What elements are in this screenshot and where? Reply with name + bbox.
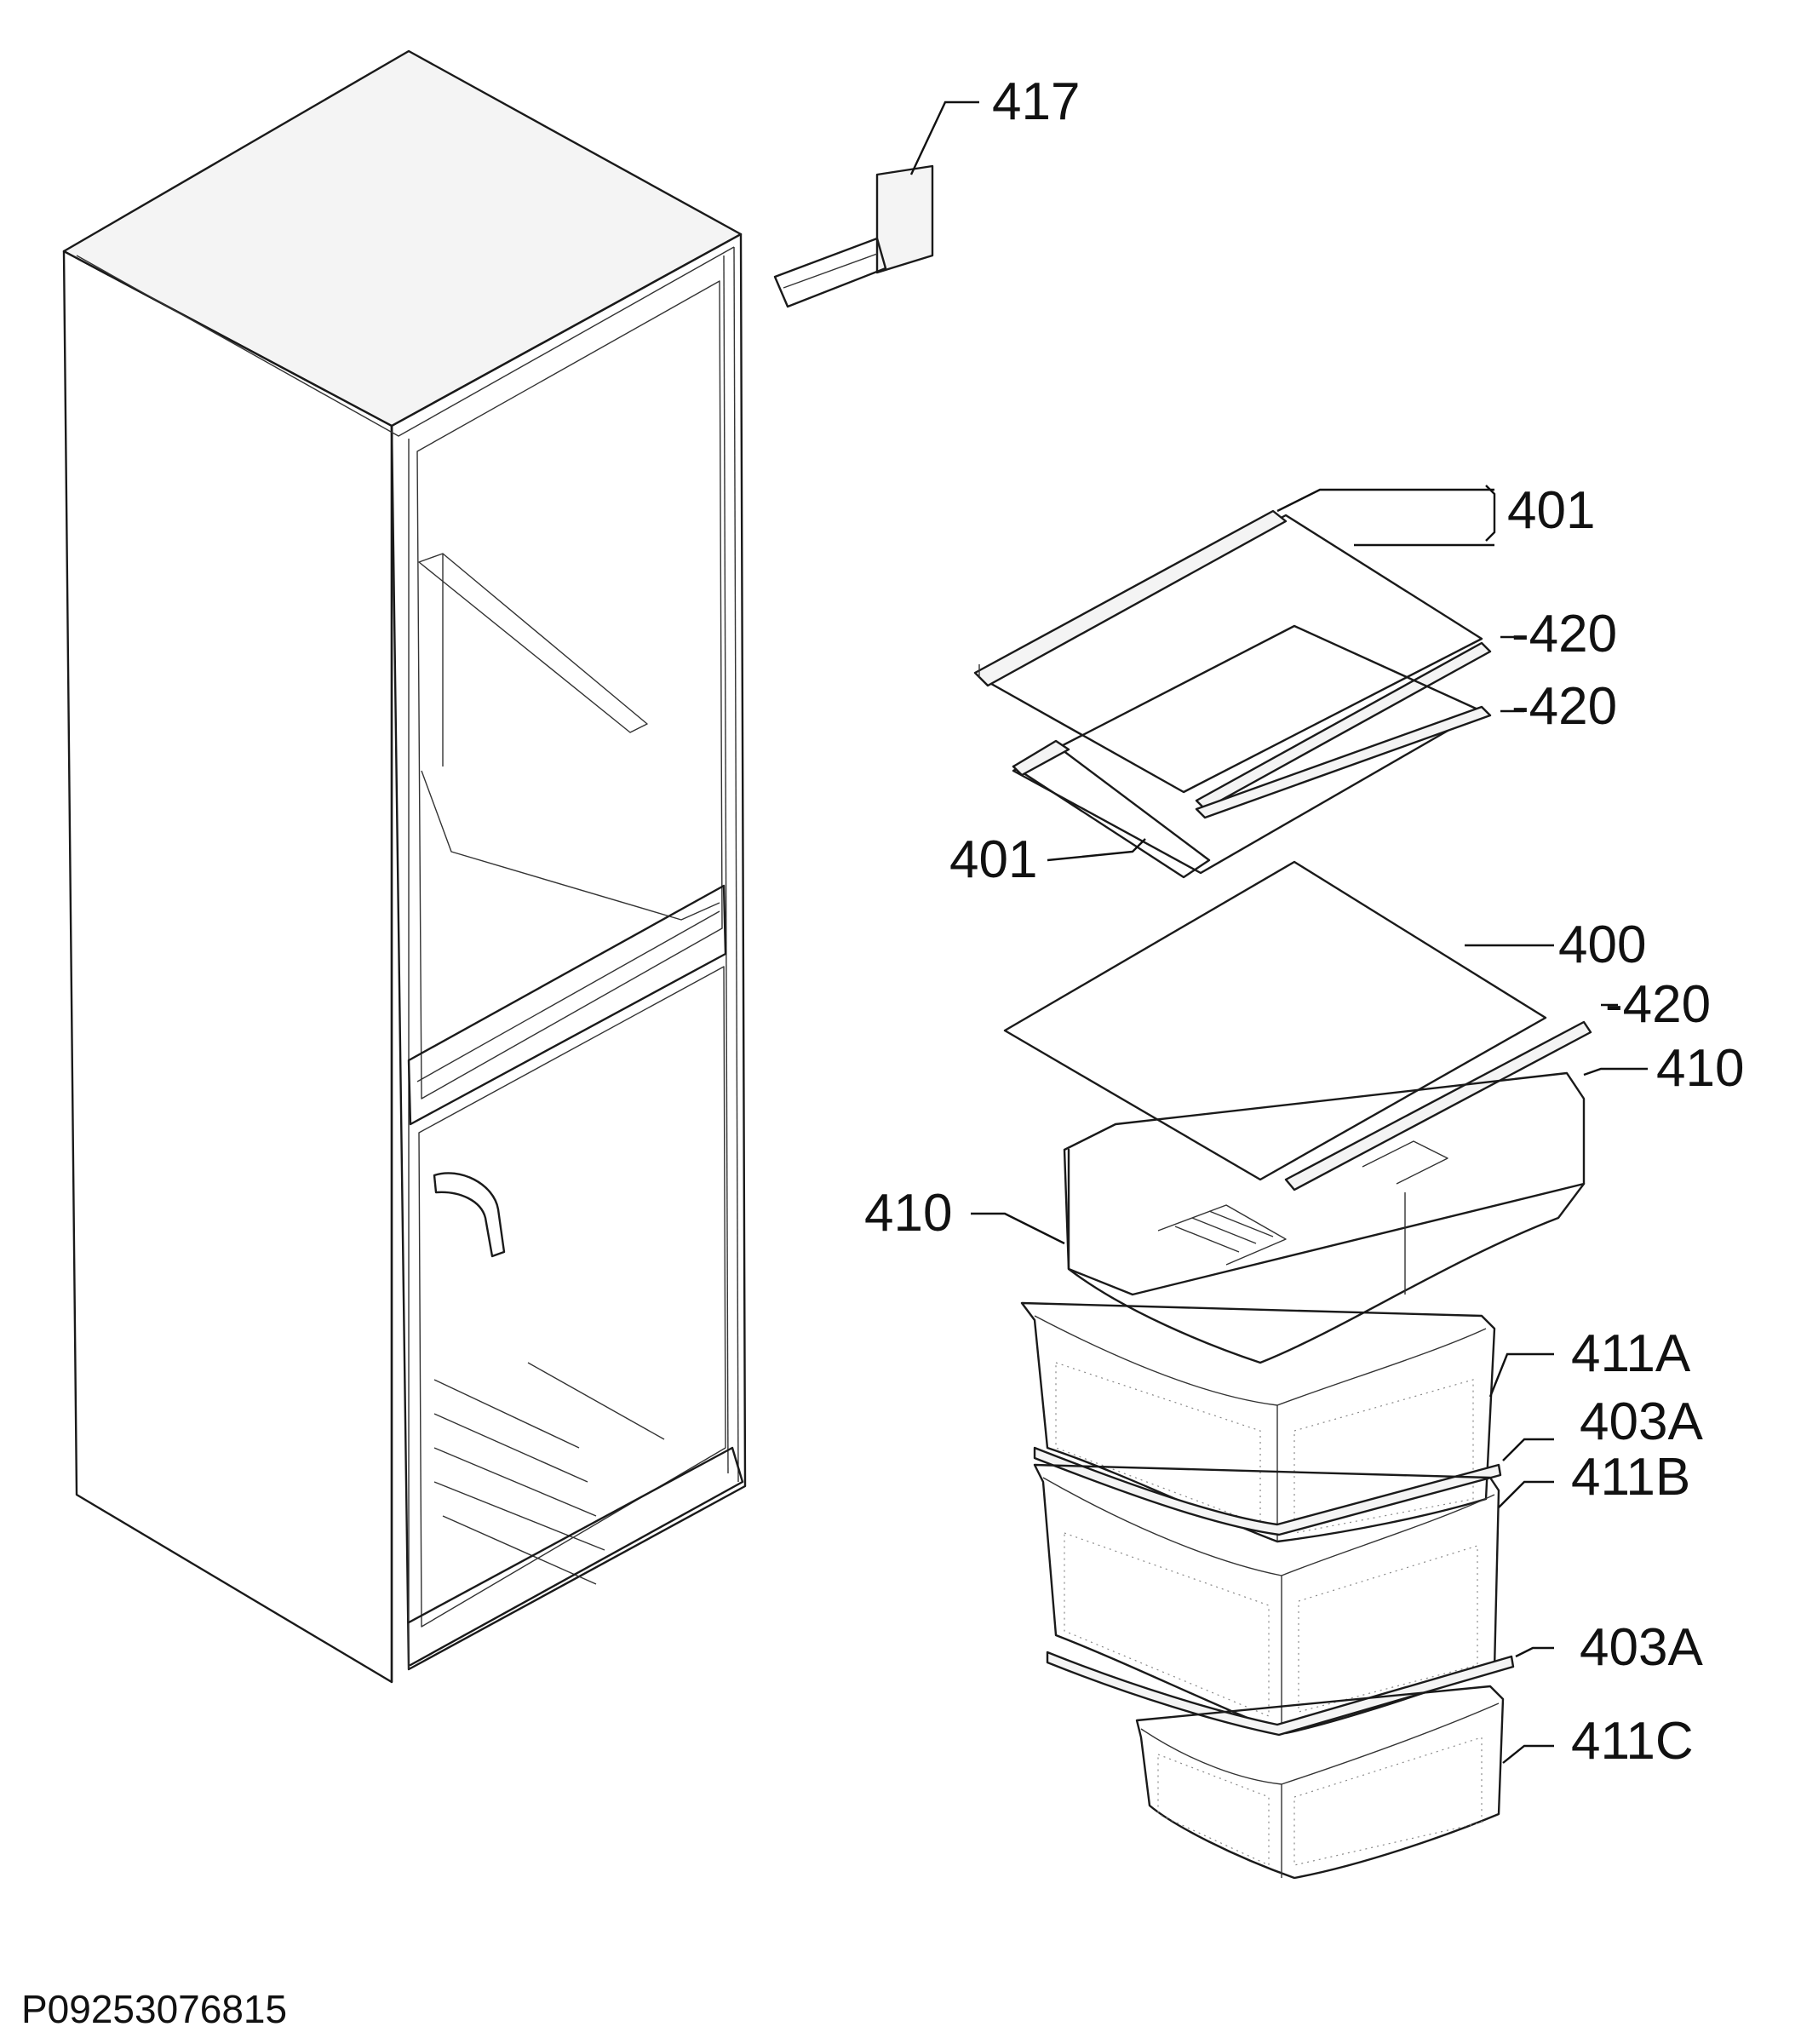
label-411A: 411A	[1571, 1324, 1691, 1383]
label-420-a: -420	[1511, 605, 1617, 663]
label-417: 417	[992, 72, 1080, 131]
part-411C-drawer	[1135, 1685, 1554, 1880]
label-410-left: 410	[864, 1184, 952, 1243]
label-403A-top: 403A	[1580, 1392, 1703, 1451]
part-410-crisper-cover	[971, 1067, 1648, 1364]
label-403A-bottom: 403A	[1580, 1618, 1703, 1677]
label-420-c: -420	[1605, 975, 1711, 1034]
fridge-cabinet	[62, 49, 747, 1684]
reference-code: P09253076815	[21, 1987, 287, 2031]
part-403A-lower-rail	[1046, 1646, 1554, 1737]
part-400-glass	[1003, 860, 1554, 1181]
part-417-clip	[773, 100, 979, 308]
part-411B-drawer	[1033, 1463, 1554, 1735]
label-400: 400	[1558, 916, 1646, 974]
label-420-b: -420	[1511, 677, 1617, 736]
part-403A-upper-rail	[1033, 1438, 1554, 1536]
part-401-upper-shelf	[973, 485, 1496, 794]
label-411C: 411C	[1571, 1712, 1694, 1771]
label-411B: 411B	[1571, 1448, 1690, 1507]
label-410-right: 410	[1656, 1039, 1744, 1098]
label-401-top: 401	[1507, 481, 1595, 540]
part-420-strip-a	[1195, 635, 1524, 811]
label-401-middle: 401	[949, 830, 1037, 889]
part-420-strip-b	[1195, 705, 1524, 819]
part-401-middle-shelf	[1012, 624, 1483, 879]
part-411A-drawer	[1020, 1301, 1554, 1543]
part-420-strip-c	[1284, 1003, 1618, 1191]
